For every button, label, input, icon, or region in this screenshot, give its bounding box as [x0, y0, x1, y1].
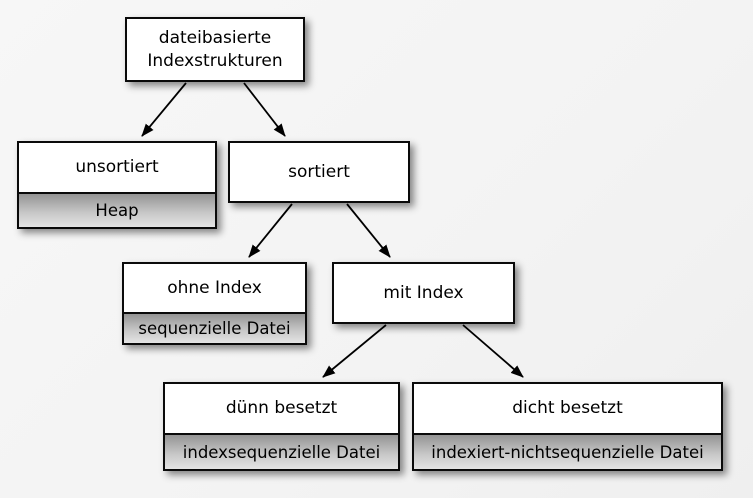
- node-label: mit Index: [383, 282, 464, 303]
- node-sortiert: sortiert: [228, 141, 410, 203]
- edge-root-sortiert: [243, 82, 286, 137]
- node-label: sortiert: [288, 161, 350, 182]
- node-sublabel: sequenzielle Datei: [124, 312, 305, 343]
- node-duenn-besetzt: dünn besetzt indexsequenzielle Datei: [163, 382, 400, 471]
- edge-sortiert-mit-index: [346, 203, 391, 258]
- edge-root-unsortiert: [141, 82, 187, 137]
- node-label: unsortiert: [75, 157, 159, 178]
- node-dateibasierte-indexstrukturen: dateibasierte Indexstrukturen: [125, 17, 305, 82]
- node-label: dicht besetzt: [512, 398, 623, 419]
- node-unsortiert: unsortiert Heap: [17, 141, 217, 229]
- node-label: dateibasierte Indexstrukturen: [147, 27, 283, 71]
- node-label: ohne Index: [167, 277, 262, 298]
- node-sublabel: indexsequenzielle Datei: [165, 433, 398, 469]
- node-ohne-index: ohne Index sequenzielle Datei: [122, 262, 307, 345]
- node-sublabel: indexiert-nichtsequenzielle Datei: [414, 433, 721, 469]
- node-sublabel: Heap: [19, 192, 215, 227]
- edge-sortiert-ohne-index: [248, 203, 293, 258]
- node-mit-index: mit Index: [332, 262, 515, 324]
- edge-mit-index-duenn-besetzt: [322, 324, 387, 378]
- node-dicht-besetzt: dicht besetzt indexiert-nichtsequenziell…: [412, 382, 723, 471]
- edge-mit-index-dicht-besetzt: [462, 324, 524, 378]
- node-label: dünn besetzt: [225, 398, 338, 419]
